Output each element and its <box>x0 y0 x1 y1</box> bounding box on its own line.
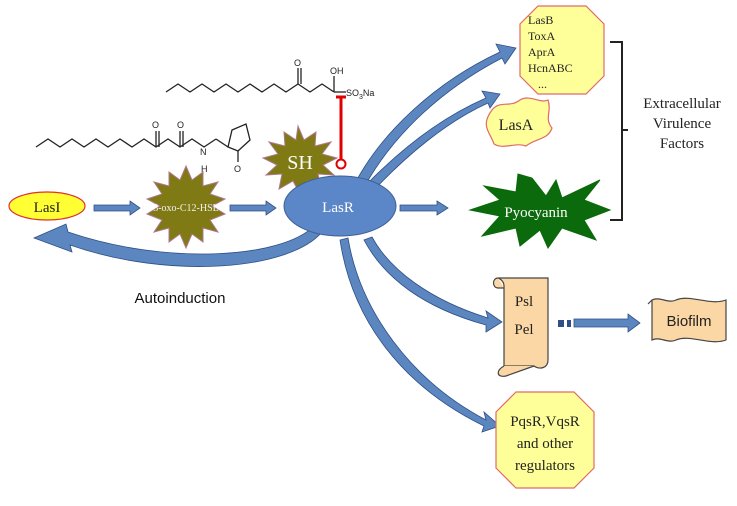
arrow-lasr-to-scroll <box>363 236 503 333</box>
hsl-label: 3-oxo-C12-HSL <box>153 203 219 214</box>
lasi-node <box>8 191 86 221</box>
scroll-node <box>492 277 549 377</box>
virulence-list-node <box>519 5 605 95</box>
extracellular-line: Virulence <box>653 116 712 132</box>
lasi-label: LasI <box>34 200 61 216</box>
virulence-item: AprA <box>528 45 556 59</box>
inhibitor-so3na-label: SO3Na <box>346 88 374 101</box>
hsl-node <box>145 164 227 250</box>
inhibition-bar-icon <box>335 95 347 170</box>
autoinduction-label: Autoinduction <box>135 290 226 307</box>
lasa-node <box>485 97 553 147</box>
scroll-line: Psl <box>515 294 533 310</box>
arrow-lasi-to-hsl <box>93 200 141 216</box>
biofilm-node <box>647 297 727 343</box>
extracellular-line: Extracellular <box>643 96 720 112</box>
lasr-label: LasR <box>322 200 354 216</box>
arrow-lasr-to-regulators <box>339 237 501 433</box>
inhibitor-ketone-o: O <box>294 58 301 68</box>
virulence-item: LasB <box>528 13 553 27</box>
virulence-item: HcnABC <box>528 61 573 75</box>
hsl-n-label: N <box>200 147 207 157</box>
arrow-scroll-to-biofilm <box>558 313 641 333</box>
pyocyanin-label: Pyocyanin <box>504 205 568 221</box>
hsl-molecule-structure <box>35 123 251 162</box>
inhibitor-oh-label: OH <box>330 66 344 76</box>
lasr-node <box>283 175 397 237</box>
hsl-ketone-o2: O <box>177 120 184 130</box>
hsl-ketone-o1: O <box>152 120 159 130</box>
regulators-line: regulators <box>515 458 575 474</box>
regulators-line: PqsR,VqsR <box>510 414 580 430</box>
inhibitor-molecule-structure <box>165 68 346 93</box>
autoinduction-arrow-icon <box>32 223 323 267</box>
hsl-h-label: H <box>201 164 208 174</box>
arrow-hsl-to-lasr <box>229 200 277 216</box>
arrow-lasr-to-pyocyanin <box>399 200 449 216</box>
regulators-node <box>495 391 595 489</box>
sh-label: SH <box>287 152 313 174</box>
pyocyanin-node <box>468 173 612 250</box>
virulence-item: ... <box>538 77 547 91</box>
hsl-lactone-o: O <box>234 164 241 174</box>
arrow-lasr-to-lasa <box>365 90 501 191</box>
extracellular-label: Extracellular Virulence Factors <box>643 96 720 152</box>
bracket-icon <box>610 41 628 221</box>
regulators-line: and other <box>517 436 573 452</box>
lasa-label: LasA <box>499 117 534 134</box>
virulence-list: LasB ToxA AprA HcnABC ... <box>528 13 573 91</box>
extracellular-line: Factors <box>660 136 704 152</box>
virulence-item: ToxA <box>528 29 555 43</box>
biofilm-label: Biofilm <box>666 313 711 330</box>
scroll-line: Pel <box>514 322 533 338</box>
